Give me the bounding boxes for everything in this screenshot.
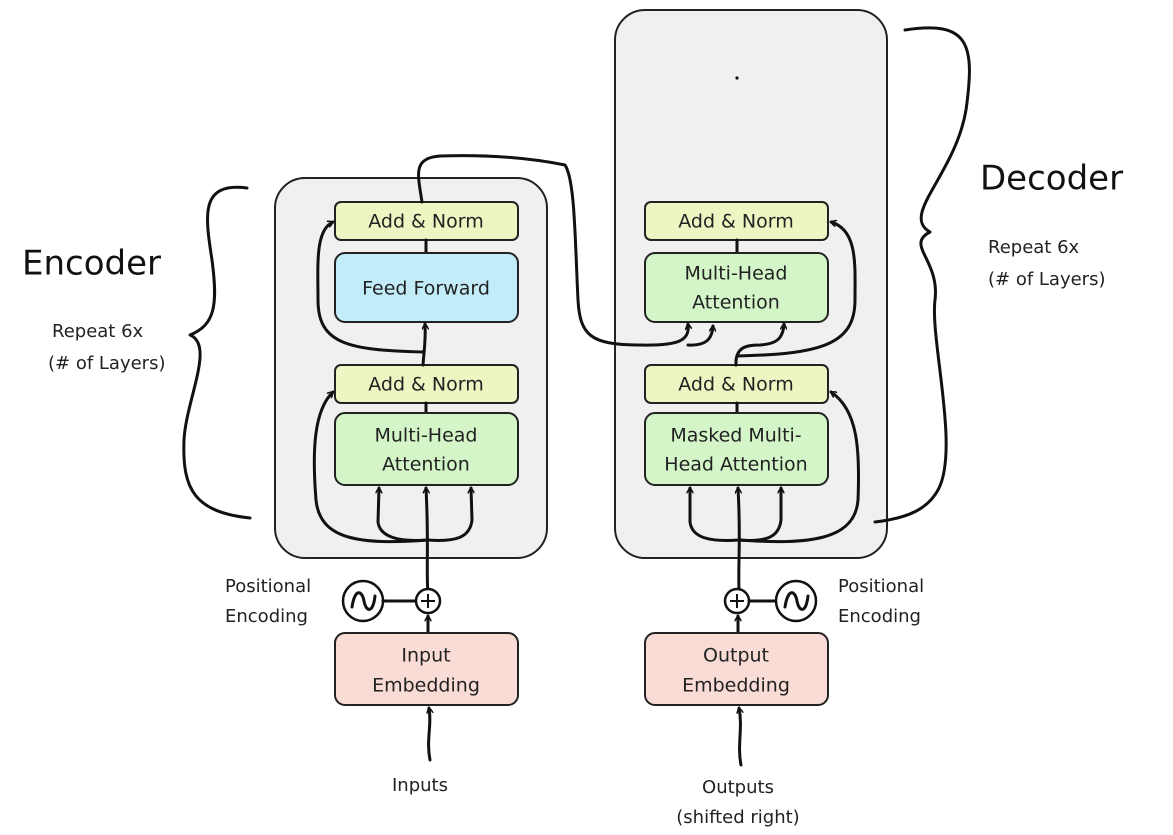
decoder-plus-circle-icon bbox=[723, 587, 751, 615]
decoder-wires bbox=[417, 154, 861, 592]
input-embedding-label-line2: Embedding bbox=[372, 675, 480, 697]
output-embedding-label-line2: Embedding bbox=[682, 675, 790, 697]
inputs-label: Inputs bbox=[392, 775, 448, 796]
decoder-positional-label-line2: Encoding bbox=[838, 606, 921, 627]
decoder-brace bbox=[873, 26, 971, 524]
decoder-positional-label-line1: Positional bbox=[838, 576, 924, 597]
decoder-cross-attention: Multi-Head Attention bbox=[644, 252, 829, 323]
encoder-add-norm-bottom-label: Add & Norm bbox=[368, 374, 484, 396]
output-embedding-label-line1: Output bbox=[703, 645, 769, 667]
decoder-repeat-line1: Repeat 6x bbox=[988, 237, 1080, 258]
encoder-multi-head-attention: Multi-Head Attention bbox=[334, 412, 519, 486]
encoder-title: Encoder bbox=[22, 244, 161, 284]
encoder-plus-circle-icon bbox=[414, 587, 442, 615]
decoder-masked-attention-label-line1: Masked Multi- bbox=[670, 425, 801, 447]
encoder-wires bbox=[312, 222, 472, 597]
decoder-cross-attention-label-line1: Multi-Head bbox=[685, 263, 788, 285]
decoder-masked-attention-label-line2: Head Attention bbox=[664, 454, 807, 476]
encoder-sine-curve bbox=[350, 591, 377, 611]
decoder-cross-attention-label-line2: Attention bbox=[692, 292, 780, 314]
decoder-add-norm-top-label: Add & Norm bbox=[678, 211, 794, 233]
encoder-attention-label-line2: Attention bbox=[382, 454, 470, 476]
encoder-repeat-line2: (# of Layers) bbox=[48, 353, 165, 374]
encoder-to-decoder-wire bbox=[417, 154, 689, 347]
encoder-attention-label-line1: Multi-Head bbox=[375, 425, 478, 447]
feed-forward-label: Feed Forward bbox=[362, 278, 490, 300]
outputs-label-line2: (shifted right) bbox=[676, 807, 799, 828]
output-embedding-block: Output Embedding bbox=[644, 632, 829, 706]
encoder-add-norm-top-label: Add & Norm bbox=[368, 211, 484, 233]
decoder-add-norm-bottom: Add & Norm bbox=[644, 364, 829, 404]
encoder-positional-label-line1: Positional bbox=[225, 576, 311, 597]
encoder-add-norm-bottom: Add & Norm bbox=[334, 364, 519, 404]
decoder-sine-curve bbox=[783, 591, 810, 611]
decoder-masked-attention: Masked Multi- Head Attention bbox=[644, 412, 829, 486]
input-embedding-label-line1: Input bbox=[401, 645, 450, 667]
input-embedding-block: Input Embedding bbox=[334, 632, 519, 706]
decoder-dot bbox=[735, 76, 739, 80]
decoder-title: Decoder bbox=[980, 159, 1123, 199]
decoder-add-norm-top: Add & Norm bbox=[644, 201, 829, 241]
encoder-positional-label-line2: Encoding bbox=[225, 606, 308, 627]
decoder-add-norm-bottom-label: Add & Norm bbox=[678, 374, 794, 396]
outputs-label-line1: Outputs bbox=[702, 777, 774, 798]
encoder-repeat-line1: Repeat 6x bbox=[52, 321, 144, 342]
encoder-brace bbox=[182, 185, 252, 520]
encoder-add-norm-top: Add & Norm bbox=[334, 201, 519, 241]
feed-forward-block: Feed Forward bbox=[334, 252, 519, 323]
decoder-repeat-line2: (# of Layers) bbox=[988, 269, 1105, 290]
